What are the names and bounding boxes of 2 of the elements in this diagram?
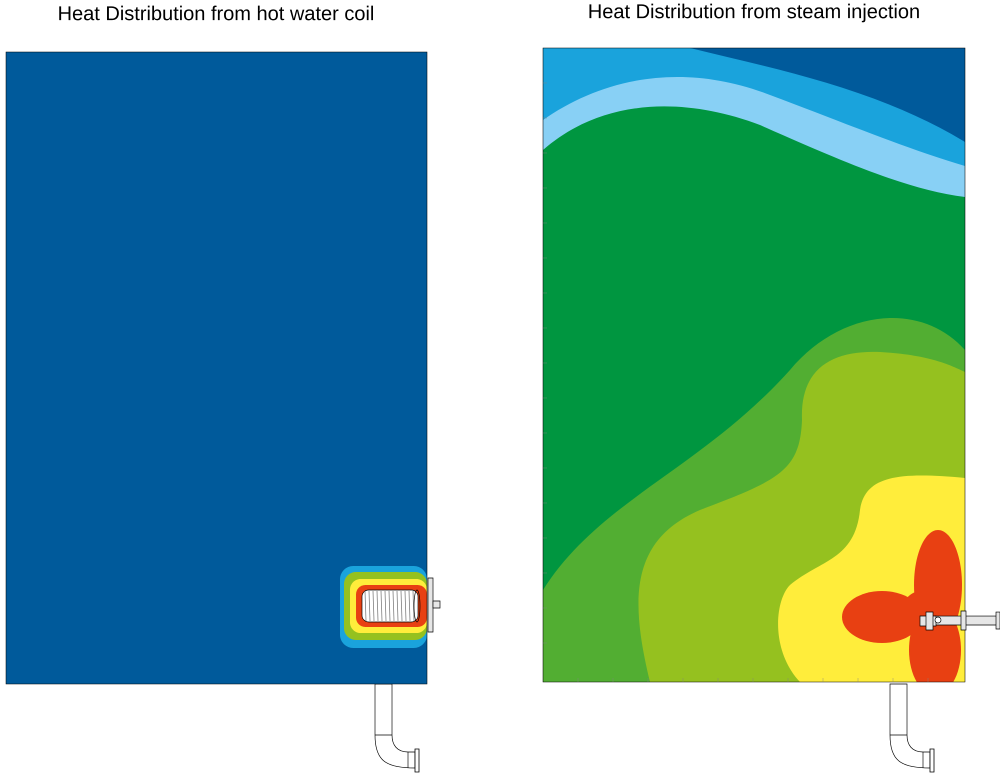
title: Heat Distribution from steam injection (589, 4, 919, 22)
title: Heat Distribution from hot water coil (59, 6, 373, 20)
